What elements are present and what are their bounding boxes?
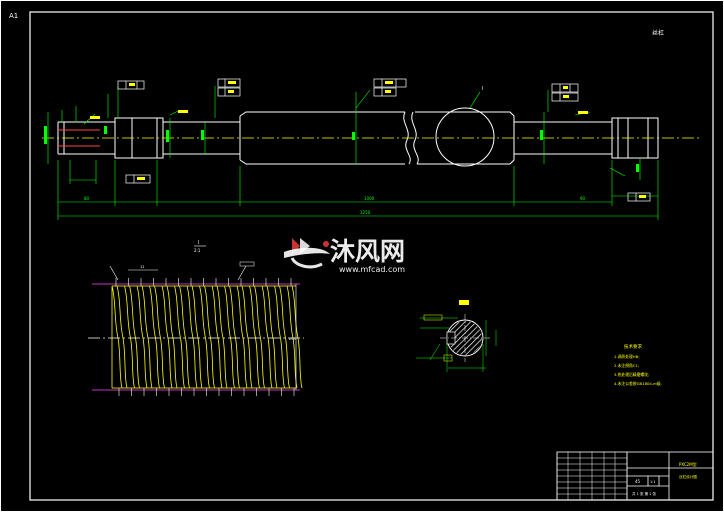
- notes-item-3: 3.热处理后精磨螺纹;: [614, 372, 649, 377]
- watermark-brand: 沐风网: [330, 237, 405, 266]
- notes-item-2: 2.未注倒角C1;: [614, 363, 639, 368]
- dim-right-length: 90: [580, 196, 586, 201]
- detail-view-scale: 2:1: [194, 248, 201, 253]
- diameter-labels: [44, 126, 639, 172]
- tolerance-frames: [117, 78, 651, 202]
- title-drawing-sub: 丝杠设计图: [679, 474, 697, 479]
- title-scale: 1:1: [650, 480, 656, 484]
- watermark-url: www.mfcad.com: [339, 265, 405, 274]
- notes-title: 技术要求: [624, 343, 642, 350]
- thread-pitch-label: 12: [140, 265, 144, 269]
- technical-notes: 技术要求 1.调质处理HB; 2.未注倒角C1; 3.热处理后精磨螺纹; 4.未…: [614, 343, 662, 386]
- dim-mid-length: 1000: [364, 196, 375, 201]
- dim-total-length: 1250: [360, 210, 371, 215]
- sheet-inner-border: [29, 11, 714, 501]
- title-block-grid: [556, 452, 628, 500]
- notes-item-4: 4.未注公差按GB1804-m级.: [614, 381, 662, 386]
- thread-detail-view: Ø50 12: [88, 261, 304, 396]
- watermark: 沐风网 www.mfcad.com: [284, 237, 405, 274]
- title-material: 45: [635, 479, 641, 484]
- watermark-logo-icon: [284, 238, 330, 269]
- tolerance-frame-glyphs: [90, 81, 646, 198]
- detail-view-label: I: [198, 240, 199, 246]
- notes-item-1: 1.调质处理HB;: [614, 354, 640, 359]
- thread-dia-label: Ø50: [289, 336, 296, 341]
- shaft-dimensions: [47, 86, 659, 220]
- shaft-main-view: [57, 107, 659, 167]
- title-drawing-code: PXC2M型: [679, 461, 697, 467]
- detail-callout-label: I: [482, 86, 483, 92]
- part-name-label: 丝杠: [652, 29, 664, 37]
- keyway-cross-section: A-A: [416, 300, 497, 372]
- sheet-size-label: A1: [9, 12, 18, 20]
- dim-left-length: 80: [84, 196, 90, 201]
- title-sheet-footer: 共 1 张 第 1 张: [632, 491, 657, 496]
